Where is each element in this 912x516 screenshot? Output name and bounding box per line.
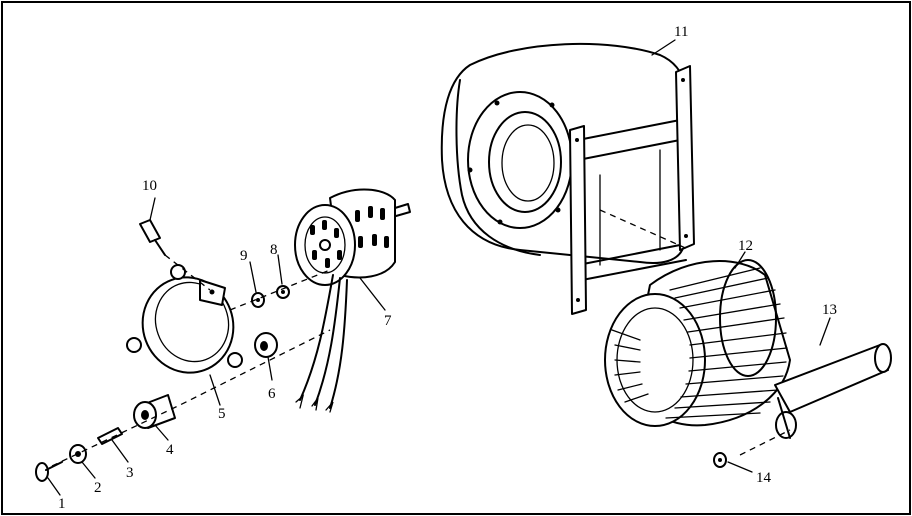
callout-13: 13 [822,302,837,318]
callout-9: 9 [240,248,248,264]
callout-12: 12 [738,238,753,254]
callout-7: 7 [384,313,392,329]
callout-1: 1 [58,496,66,512]
washer-2 [69,444,87,464]
motor-mount-ring [126,264,243,374]
nut-14 [713,452,727,468]
washer-9 [251,292,265,308]
motor [294,188,411,413]
assembly-lines [51,209,791,467]
callout-6: 6 [268,386,276,402]
callout-14: 14 [756,470,772,486]
callout-5: 5 [218,406,226,422]
callout-8: 8 [270,242,278,258]
nut-8 [276,285,290,299]
blower-housing [440,42,695,315]
pin-3 [97,427,123,445]
cutoff-plate [774,343,892,439]
blower-wheel [604,259,791,427]
callout-11: 11 [674,24,688,40]
callout-10: 10 [142,178,157,194]
callout-3: 3 [126,465,134,481]
bolt-10 [139,219,166,256]
screw-1 [35,461,63,482]
hub-4 [133,394,176,429]
callout-2: 2 [94,480,102,496]
callout-4: 4 [166,442,174,458]
callout-leaders [47,39,831,496]
bearing-6 [254,332,278,358]
